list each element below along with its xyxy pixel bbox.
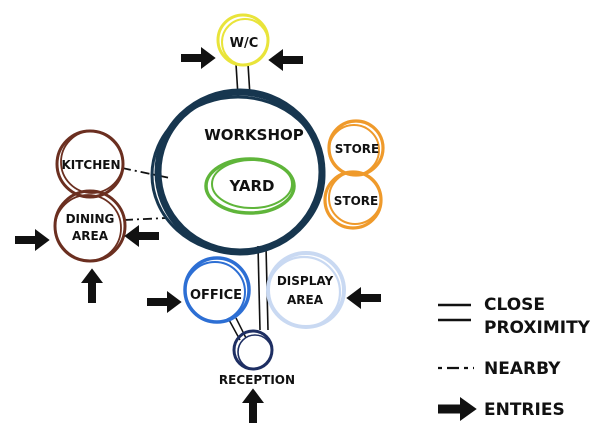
legend-close-line2: PROXIMITY — [484, 318, 591, 338]
store-1-label: STORE — [335, 142, 379, 156]
office-bubble — [183, 256, 251, 324]
store-1-bubble — [327, 119, 385, 177]
legend-nearby-label: NEARBY — [484, 359, 561, 379]
entry-arrow-icon — [268, 49, 303, 71]
workshop-label: WORKSHOP — [204, 126, 304, 144]
legend-entries-label: ENTRIES — [484, 400, 565, 420]
connection-kitchen-workshop — [121, 167, 171, 179]
kitchen-bubble — [55, 129, 125, 199]
connection-office-reception — [227, 317, 247, 341]
store-2-bubble — [323, 170, 383, 230]
legend-close-line1: CLOSE — [484, 295, 545, 315]
kitchen-label: KITCHEN — [61, 158, 120, 172]
yard-bubble — [204, 157, 296, 215]
entry-arrow-icon — [147, 291, 182, 313]
store-2-label: STORE — [334, 194, 378, 208]
legend: CLOSE PROXIMITY NEARBY ENTRIES — [438, 295, 591, 421]
entry-arrow-icon — [15, 229, 50, 251]
yard-label: YARD — [228, 177, 274, 195]
legend-close-proximity-symbol — [438, 303, 471, 322]
entry-arrow-icon — [346, 287, 381, 309]
display-label-line1: DISPLAY — [277, 274, 334, 288]
workshop-bubble — [150, 88, 326, 256]
entry-arrow-icon — [181, 47, 216, 69]
legend-entry-arrow-icon — [438, 397, 477, 421]
dining-bubble — [53, 189, 127, 263]
wc-label: W/C — [230, 36, 259, 51]
office-label: OFFICE — [190, 288, 242, 303]
reception-label: RECEPTION — [219, 373, 295, 387]
wc-bubble — [216, 13, 270, 67]
reception-bubble — [232, 329, 274, 371]
dining-label-line1: DINING — [66, 212, 115, 226]
dining-label-line2: AREA — [72, 229, 109, 243]
display-bubble — [266, 251, 346, 329]
connection-dining-workshop — [123, 217, 167, 221]
entry-arrow-icon — [242, 388, 264, 423]
entry-arrow-icon — [81, 268, 103, 303]
entry-arrow-icon — [124, 225, 159, 247]
display-label-line2: AREA — [287, 293, 324, 307]
